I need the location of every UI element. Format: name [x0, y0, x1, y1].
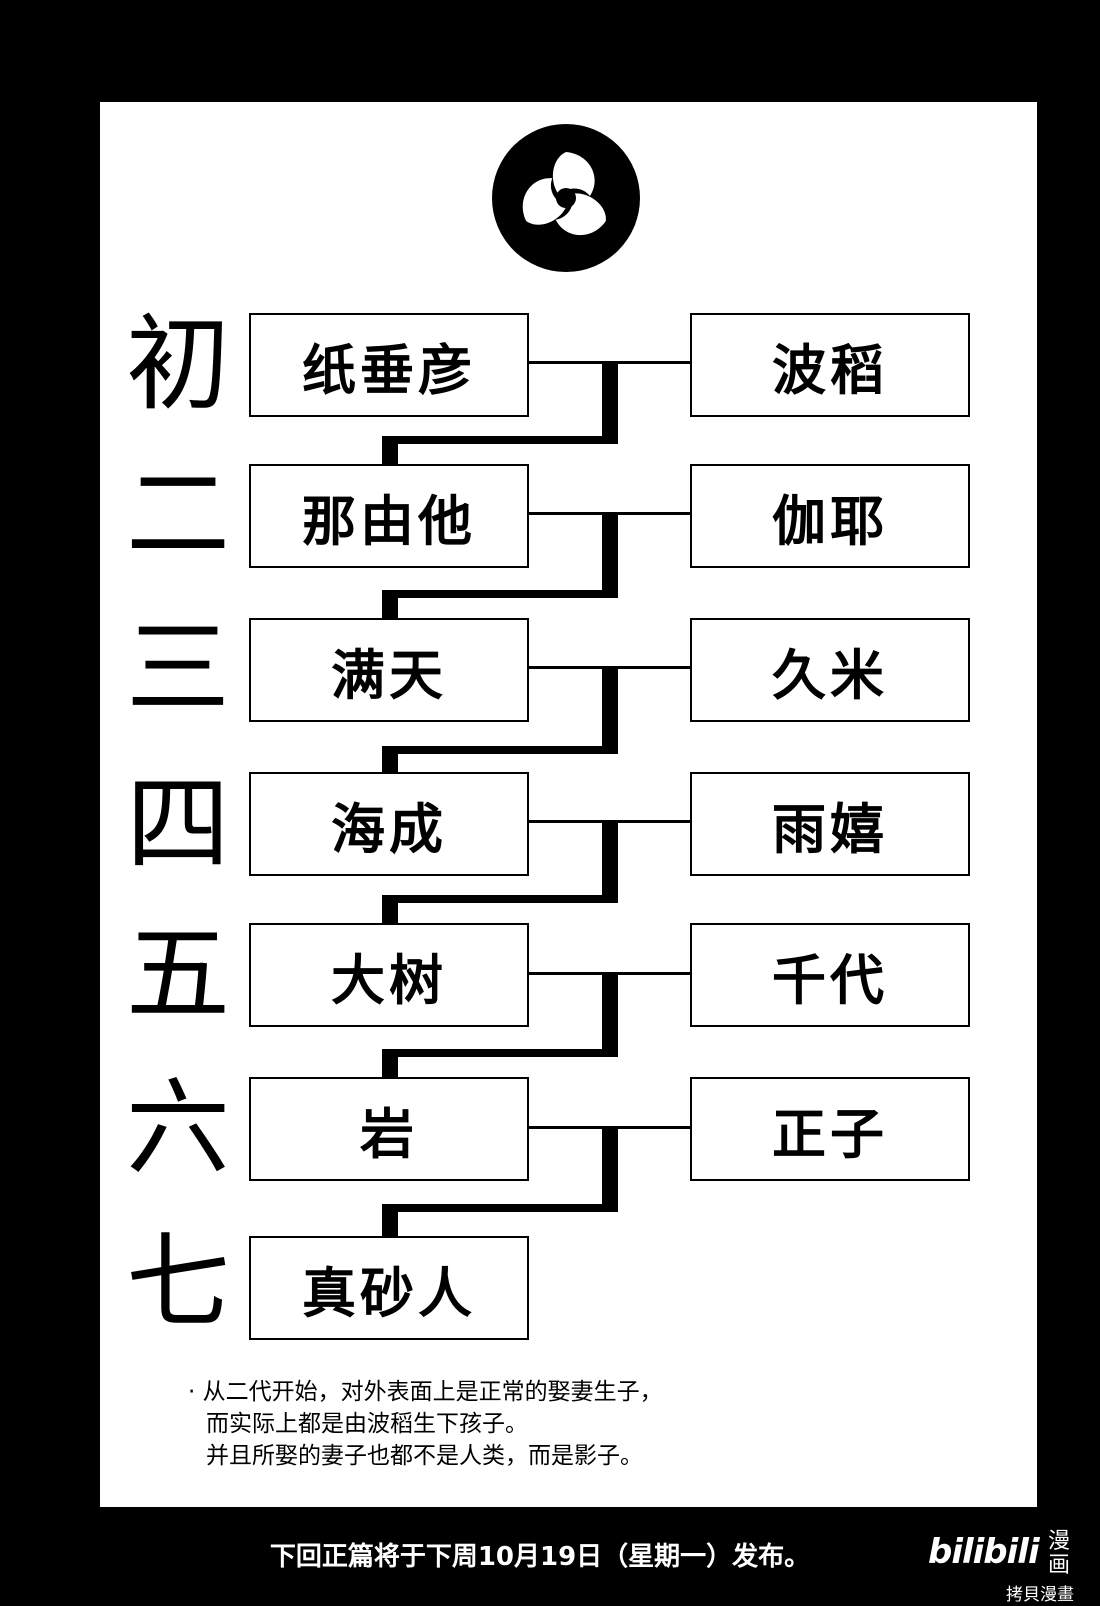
descent-bar-3: [602, 667, 618, 754]
wife-name-box-5: 千代: [690, 923, 970, 1027]
wife-name-box-4: 雨嬉: [690, 772, 970, 876]
head-name-box-6: 岩: [249, 1077, 529, 1181]
manhua-logo-text: 漫画: [1048, 1529, 1071, 1578]
descent-rail-3: [382, 746, 618, 754]
wife-name-box-2: 伽耶: [690, 464, 970, 568]
watermark: bilibili 漫画 拷貝漫畫: [928, 1529, 1088, 1606]
generation-label-7: 七: [125, 1221, 230, 1343]
generation-label-5: 五: [125, 913, 230, 1035]
footnote-bullet: ·: [188, 1379, 196, 1405]
descent-drop-1: [382, 436, 398, 470]
head-name-box-3: 满天: [249, 618, 529, 722]
descent-bar-6: [602, 1127, 618, 1212]
descent-rail-5: [382, 1049, 618, 1057]
head-name-box-1: 纸垂彦: [249, 313, 529, 417]
footnote-line-1: · 从二代开始，对外表面上是正常的娶妻生子，: [188, 1379, 663, 1405]
descent-rail-1: [382, 436, 618, 444]
descent-rail-4: [382, 895, 618, 903]
descent-bar-5: [602, 973, 618, 1057]
descent-drop-4: [382, 895, 398, 925]
wife-name-box-6: 正子: [690, 1077, 970, 1181]
descent-drop-6: [382, 1204, 398, 1236]
copy-manga-watermark: 拷貝漫畫: [1006, 1585, 1074, 1605]
bilibili-logo: bilibili: [928, 1532, 1040, 1572]
footnote-line-2: 而实际上都是由波稻生下孩子。: [206, 1411, 528, 1437]
generation-label-3: 三: [125, 607, 230, 729]
generation-label-2: 二: [125, 453, 230, 575]
descent-drop-2: [382, 590, 398, 624]
descent-rail-6: [382, 1204, 618, 1212]
generation-label-4: 四: [125, 763, 230, 885]
descent-drop-5: [382, 1049, 398, 1079]
descent-rail-2: [382, 590, 618, 598]
mitsudomoe-crest-icon: [492, 124, 640, 272]
next-chapter-notice: 下回正篇将于下周10月19日（星期一）发布。: [269, 1542, 811, 1572]
generation-label-1: 初: [125, 303, 230, 425]
footnote-line-3: 并且所娶的妻子也都不是人类，而是影子。: [206, 1443, 643, 1469]
descent-bar-4: [602, 821, 618, 903]
wife-name-box-1: 波稻: [690, 313, 970, 417]
head-name-box-5: 大树: [249, 923, 529, 1027]
head-name-box-4: 海成: [249, 772, 529, 876]
generation-label-6: 六: [125, 1067, 230, 1189]
footnote: · 从二代开始，对外表面上是正常的娶妻生子， 而实际上都是由波稻生下孩子。 并且…: [188, 1376, 928, 1472]
descent-bar-2: [602, 513, 618, 598]
head-name-box-7: 真砂人: [249, 1236, 529, 1340]
wife-name-box-3: 久米: [690, 618, 970, 722]
descent-bar-1: [602, 362, 618, 444]
head-name-box-2: 那由他: [249, 464, 529, 568]
descent-drop-3: [382, 746, 398, 778]
